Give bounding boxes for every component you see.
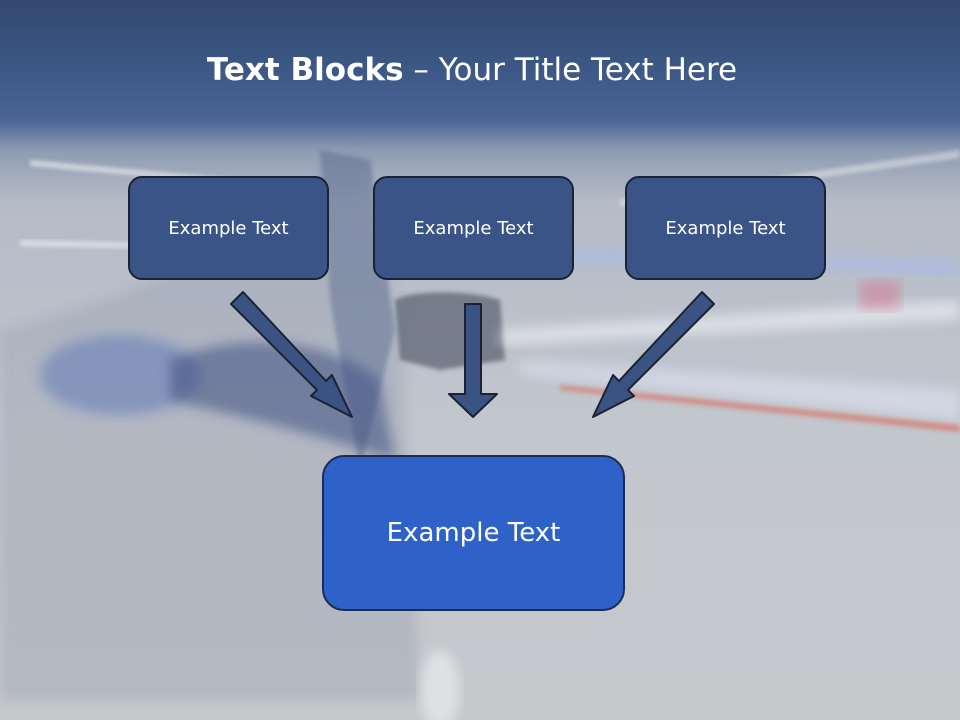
text-block-3-label: Example Text [665,217,786,239]
title-dash: – [403,52,439,88]
road-glow [420,650,460,720]
title-bold-part: Text Blocks [206,52,404,88]
text-block-3: Example Text [625,176,826,280]
arrow-right-diagonal [592,291,715,418]
text-block-1: Example Text [128,176,329,280]
light-streak-3 [560,385,960,432]
red-light-spot [860,280,900,310]
text-block-2: Example Text [373,176,574,280]
target-text-block-label: Example Text [386,518,561,548]
target-text-block: Example Text [322,455,625,611]
text-block-1-label: Example Text [168,217,289,239]
arrow-left-diagonal [230,291,353,418]
car-dashboard-shape [0,150,420,700]
slide-title: Text Blocks – Your Title Text Here [0,52,944,88]
light-streak-1 [500,300,960,345]
text-block-2-label: Example Text [413,217,534,239]
title-rest: Your Title Text Here [438,52,738,88]
car-hood-shape [170,342,395,460]
arrow-center-down [448,303,498,418]
speedometer-glow [40,335,200,415]
